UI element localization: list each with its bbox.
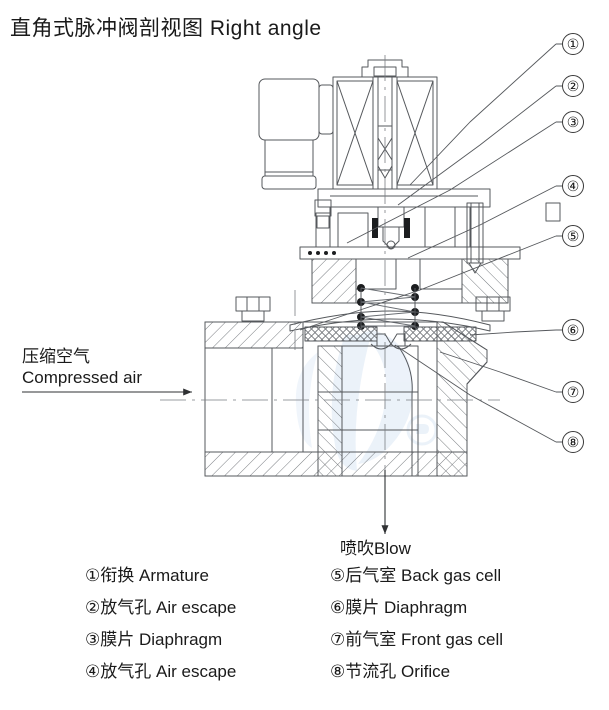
flow-arrows xyxy=(22,388,389,534)
compressed-air-label: 压缩空气 Compressed air xyxy=(22,346,142,388)
callout-7[interactable]: ⑦ xyxy=(562,381,584,403)
legend-column-right: ⑤后气室 Back gas cell ⑥膜片 Diaphragm ⑦前气室 Fr… xyxy=(330,560,503,688)
legend-cn-6: 膜片 xyxy=(345,598,380,617)
legend-marker-6: ⑥ xyxy=(330,598,346,617)
legend-marker-4: ④ xyxy=(85,662,101,681)
legend-en-6: Diaphragm xyxy=(383,598,468,617)
legend-cn-1: 衔换 xyxy=(100,566,135,585)
legend-marker-2: ② xyxy=(85,598,101,617)
legend-en-8: Orifice xyxy=(400,662,451,681)
callout-6[interactable]: ⑥ xyxy=(562,319,584,341)
compressed-air-label-en: Compressed air xyxy=(22,368,142,387)
legend-en-1: Armature xyxy=(138,566,209,585)
flange-bolts xyxy=(235,202,511,322)
legend-en-5: Back gas cell xyxy=(400,566,502,585)
callout-5[interactable]: ⑤ xyxy=(562,225,584,247)
compressed-air-label-cn: 压缩空气 xyxy=(22,347,90,366)
legend-item-8: ⑧节流孔 Orifice xyxy=(330,656,503,688)
legend-cn-8: 节流孔 xyxy=(345,662,397,681)
legend-marker-7: ⑦ xyxy=(330,630,346,649)
legend-item-2: ②放气孔 Air escape xyxy=(85,592,236,624)
callout-8[interactable]: ⑧ xyxy=(562,431,584,453)
legend-item-7: ⑦前气室 Front gas cell xyxy=(330,624,503,656)
callout-1[interactable]: ① xyxy=(562,33,584,55)
legend-cn-5: 后气室 xyxy=(345,566,397,585)
legend-cn-7: 前气室 xyxy=(345,630,397,649)
legend-en-2: Air escape xyxy=(155,598,237,617)
legend: ①衔换 Armature ②放气孔 Air escape ③膜片 Diaphra… xyxy=(0,560,609,710)
legend-item-6: ⑥膜片 Diaphragm xyxy=(330,592,503,624)
legend-item-5: ⑤后气室 Back gas cell xyxy=(330,560,503,592)
legend-marker-3: ③ xyxy=(85,630,101,649)
legend-marker-8: ⑧ xyxy=(330,662,346,681)
din-connector-block xyxy=(258,78,334,190)
legend-item-3: ③膜片 Diaphragm xyxy=(85,624,236,656)
legend-marker-1: ① xyxy=(85,566,101,585)
legend-cn-4: 放气孔 xyxy=(100,662,152,681)
legend-cn-3: 膜片 xyxy=(100,630,135,649)
callout-3[interactable]: ③ xyxy=(562,111,584,133)
pilot-valve-bonnet xyxy=(314,188,561,250)
legend-marker-5: ⑤ xyxy=(330,566,346,585)
upper-flange-plate xyxy=(299,218,521,304)
legend-en-3: Diaphragm xyxy=(138,630,223,649)
legend-item-4: ④放气孔 Air escape xyxy=(85,656,236,688)
callout-4[interactable]: ④ xyxy=(562,175,584,197)
callout-2[interactable]: ② xyxy=(562,75,584,97)
legend-cn-2: 放气孔 xyxy=(100,598,152,617)
page-title: 直角式脉冲阀剖视图 Right angle xyxy=(10,17,322,40)
blow-label: 喷吹Blow xyxy=(340,539,411,558)
legend-item-1: ①衔换 Armature xyxy=(85,560,236,592)
spring-assembly xyxy=(357,284,419,330)
legend-en-4: Air escape xyxy=(155,662,237,681)
legend-en-7: Front gas cell xyxy=(400,630,504,649)
valve-body xyxy=(204,321,488,477)
leader-lines xyxy=(299,43,584,443)
legend-column-left: ①衔换 Armature ②放气孔 Air escape ③膜片 Diaphra… xyxy=(85,560,236,688)
